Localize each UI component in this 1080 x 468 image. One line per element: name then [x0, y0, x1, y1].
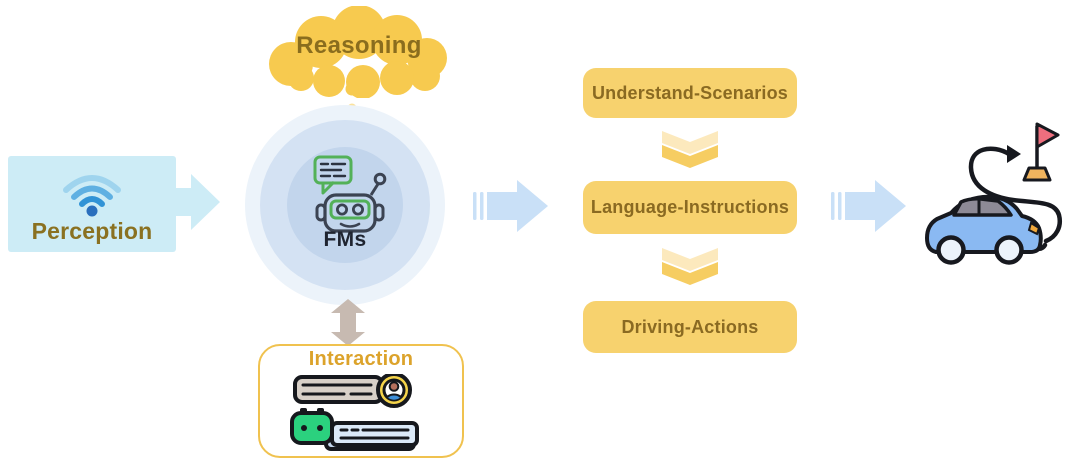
user-message-bar-icon	[293, 374, 412, 408]
perception-box: Perception	[8, 156, 176, 252]
flow-arrow-steps-to-car	[831, 180, 906, 232]
chevron-down-icon	[662, 248, 718, 285]
fms-label: FMs	[323, 228, 367, 251]
chatbot-robot-icon	[313, 155, 387, 233]
interaction-label: Interaction	[308, 348, 414, 370]
reasoning-cloud-icon	[269, 6, 447, 98]
step-label: Language-Instructions	[590, 197, 790, 217]
step-label: Driving-Actions	[621, 316, 759, 337]
reasoning-label: Reasoning	[296, 32, 422, 59]
perception-label: Perception	[31, 218, 153, 244]
car-icon	[925, 194, 1043, 265]
step-box-understand-scenarios: Understand-Scenarios	[583, 68, 797, 118]
step-label: Understand-Scenarios	[591, 82, 789, 103]
car-route-to-flag-icon	[925, 122, 1062, 265]
bot-message-bar-icon	[290, 408, 419, 451]
destination-flag-icon	[1022, 122, 1060, 182]
updown-arrow-icon	[331, 299, 365, 346]
chevron-down-icon	[662, 131, 718, 168]
interaction-icons	[290, 374, 419, 451]
wifi-icon	[63, 175, 121, 217]
flow-arrow-fms-to-steps	[473, 180, 548, 232]
step-box-language-instructions: Language-Instructions	[583, 181, 797, 234]
perception-arrow	[176, 174, 220, 230]
step-box-driving-actions: Driving-Actions	[583, 301, 797, 353]
interaction-box: Interaction	[258, 344, 464, 458]
